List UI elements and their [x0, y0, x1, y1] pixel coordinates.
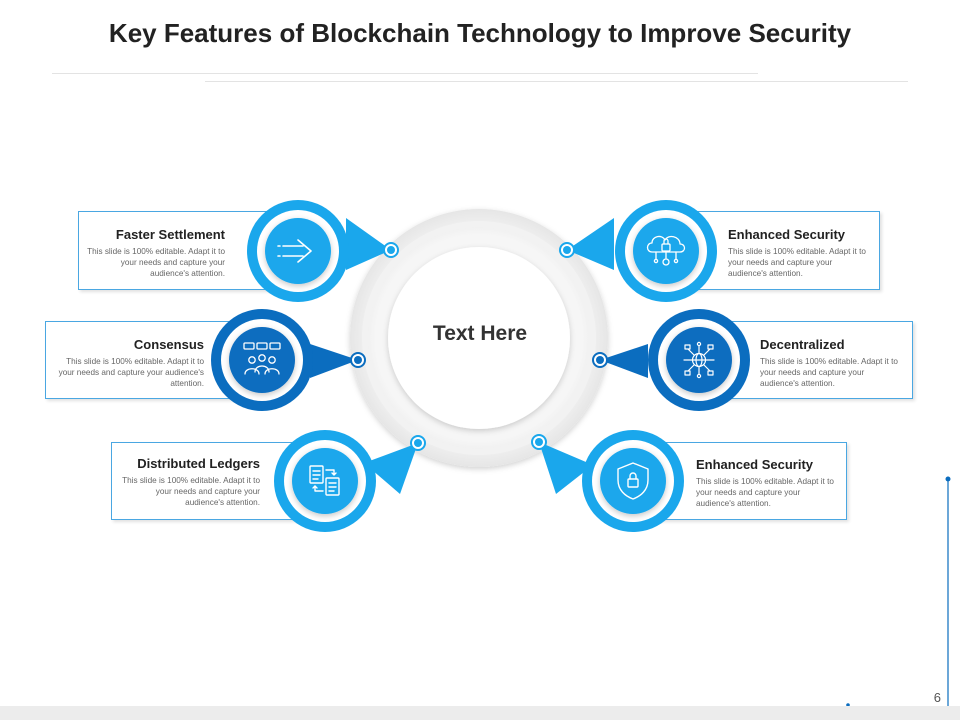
feature-card-distributed-ledgers: Distributed Ledgers This slide is 100% e… — [111, 442, 311, 520]
feature-title: Enhanced Security — [728, 227, 846, 242]
feature-card-enhanced-security-top: Enhanced Security This slide is 100% edi… — [686, 211, 880, 290]
feature-title: Faster Settlement — [115, 227, 225, 242]
feature-description: This slide is 100% editable. Adapt it to… — [728, 247, 866, 278]
feature-title: Decentralized — [760, 337, 845, 352]
feature-description: This slide is 100% editable. Adapt it to… — [87, 247, 225, 278]
title-divider-bottom — [205, 81, 908, 82]
slide-title: Key Features of Blockchain Technology to… — [108, 18, 852, 48]
pointer-enhanced-security-bottom — [539, 442, 593, 494]
pointer-decentralized — [600, 344, 648, 378]
feature-description: This slide is 100% editable. Adapt it to… — [760, 357, 898, 388]
page-number: 6 — [933, 690, 941, 705]
feature-title: Enhanced Security — [696, 457, 814, 472]
ring-connector-dots — [350, 242, 608, 451]
pointer-consensus — [310, 344, 358, 378]
bottom-bar — [0, 706, 960, 720]
pointer-enhanced-security-top — [567, 218, 614, 270]
center-label: Text Here — [432, 322, 528, 345]
feature-description: This slide is 100% editable. Adapt it to… — [696, 477, 834, 508]
feature-description: This slide is 100% editable. Adapt it to… — [58, 357, 204, 388]
title-divider-top — [52, 73, 758, 74]
feature-card-enhanced-security-bottom: Enhanced Security This slide is 100% edi… — [655, 442, 847, 520]
feature-description: This slide is 100% editable. Adapt it to… — [122, 476, 260, 507]
central-circle — [388, 247, 570, 429]
feature-title: Distributed Ledgers — [137, 456, 260, 471]
pointer-distributed-ledgers — [364, 443, 418, 494]
feature-card-faster-settlement: Faster Settlement This slide is 100% edi… — [78, 211, 274, 290]
central-ring-inner-track — [362, 221, 596, 455]
feature-card-consensus: Consensus This slide is 100% editable. A… — [45, 321, 265, 399]
pointer-faster-settlement — [346, 218, 391, 270]
feature-card-decentralized: Decentralized This slide is 100% editabl… — [696, 321, 913, 399]
feature-title: Consensus — [133, 337, 204, 352]
